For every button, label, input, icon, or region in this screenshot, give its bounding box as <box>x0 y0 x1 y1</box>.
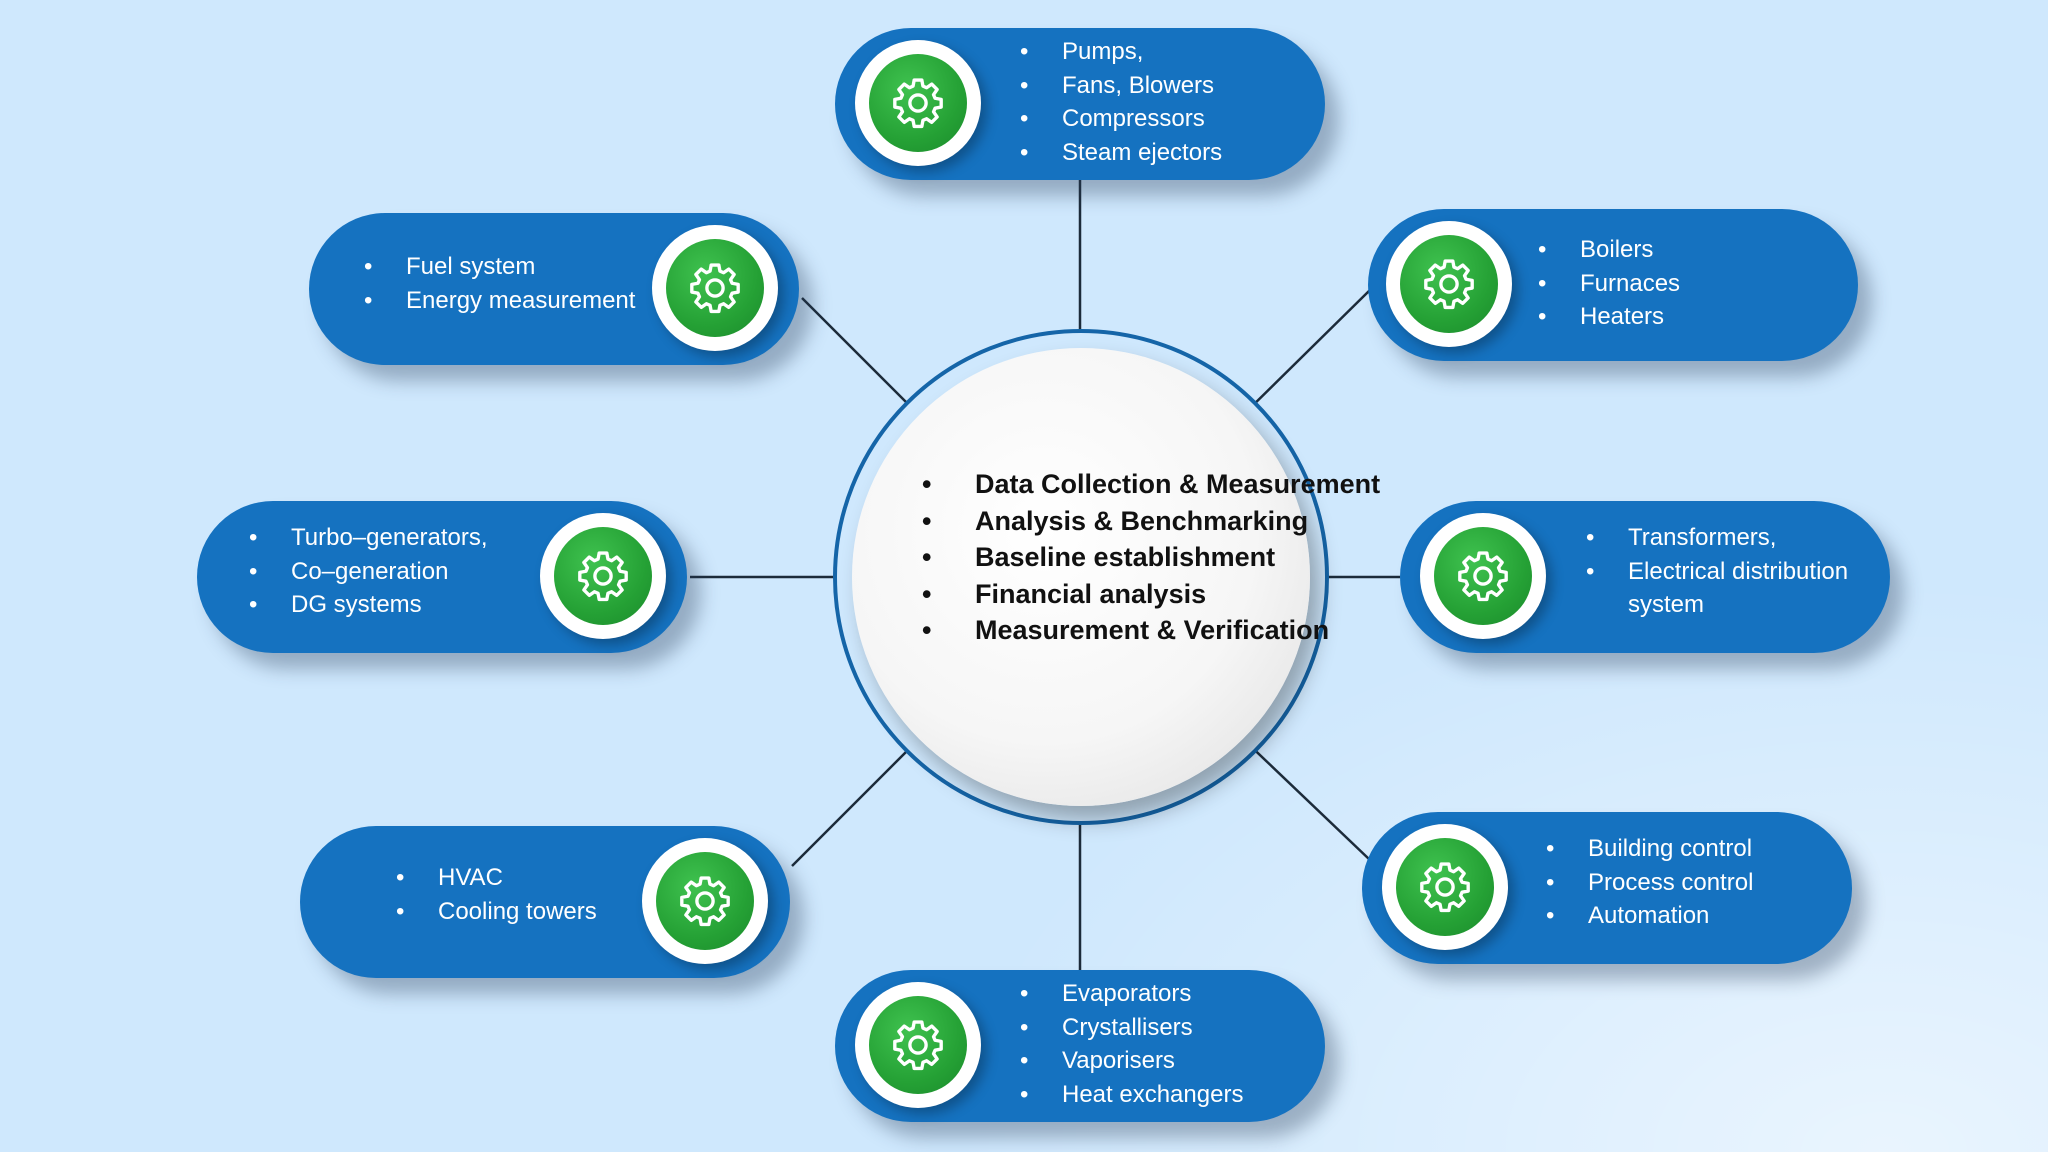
node-item: Vaporisers <box>1020 1044 1243 1078</box>
node-list: HVAC Cooling towers <box>396 861 597 928</box>
gear-icon <box>690 263 740 314</box>
hub-list: Data Collection & Measurement Analysis &… <box>920 466 1380 649</box>
node-item: Heat exchangers <box>1020 1078 1243 1112</box>
gear-badge <box>1382 824 1508 950</box>
node-item: Building control <box>1546 832 1753 866</box>
gear-icon <box>893 1020 943 1071</box>
node-list: Fuel system Energy measurement <box>364 250 635 317</box>
gear-badge <box>642 838 768 964</box>
node-list: Pumps, Fans, Blowers Compressors Steam e… <box>1020 35 1222 169</box>
node-middle-left: Turbo–generators, Co–generation DG syste… <box>197 501 687 653</box>
node-item: Transformers, <box>1586 521 1858 555</box>
node-item: Fuel system <box>364 250 635 284</box>
node-item: Steam ejectors <box>1020 136 1222 170</box>
gear-icon <box>893 78 943 129</box>
node-item: HVAC <box>396 861 597 895</box>
connector-upper-left <box>801 297 923 419</box>
node-item: Compressors <box>1020 102 1222 136</box>
hub-item: Financial analysis <box>920 576 1380 613</box>
gear-badge <box>652 225 778 351</box>
gear-icon <box>1420 862 1470 913</box>
hub-item: Data Collection & Measurement <box>920 466 1380 503</box>
gear-icon <box>1424 259 1474 310</box>
node-list: Evaporators Crystallisers Vaporisers Hea… <box>1020 977 1243 1111</box>
node-item: Pumps, <box>1020 35 1222 69</box>
gear-badge <box>855 40 981 166</box>
gear-badge <box>1386 221 1512 347</box>
node-list: Building control Process control Automat… <box>1546 832 1753 933</box>
node-item: Energy measurement <box>364 284 635 318</box>
gear-badge <box>540 513 666 639</box>
node-item: Boilers <box>1538 233 1680 267</box>
connector-upper-right <box>1239 289 1371 419</box>
node-list: Boilers Furnaces Heaters <box>1538 233 1680 334</box>
node-middle-right: Transformers, Electrical distribution sy… <box>1400 501 1890 653</box>
node-item: Turbo–generators, <box>249 521 488 555</box>
gear-badge <box>1420 513 1546 639</box>
node-list: Transformers, Electrical distribution sy… <box>1586 521 1858 622</box>
gear-badge <box>855 982 981 1108</box>
node-upper-right: Boilers Furnaces Heaters <box>1368 209 1858 361</box>
hub-item: Baseline establishment <box>920 539 1380 576</box>
gear-icon <box>578 551 628 602</box>
node-item: Crystallisers <box>1020 1011 1243 1045</box>
gear-icon <box>1458 551 1508 602</box>
node-lower-right: Building control Process control Automat… <box>1362 812 1852 964</box>
hub-item: Measurement & Verification <box>920 612 1380 649</box>
node-item: Furnaces <box>1538 267 1680 301</box>
node-item: Co–generation <box>249 555 488 589</box>
node-list: Turbo–generators, Co–generation DG syste… <box>249 521 488 622</box>
node-item: Process control <box>1546 866 1753 900</box>
node-item: DG systems <box>249 588 488 622</box>
gear-icon <box>680 876 730 927</box>
node-item: Evaporators <box>1020 977 1243 1011</box>
node-item: Fans, Blowers <box>1020 69 1222 103</box>
node-upper-left: Fuel system Energy measurement <box>309 213 799 365</box>
node-item: Automation <box>1546 899 1753 933</box>
node-item: Heaters <box>1538 300 1680 334</box>
connector-lower-right <box>1239 735 1371 861</box>
node-bottom: Evaporators Crystallisers Vaporisers Hea… <box>835 970 1325 1122</box>
hub-item: Analysis & Benchmarking <box>920 503 1380 540</box>
node-item: Cooling towers <box>396 895 597 929</box>
node-lower-left: HVAC Cooling towers <box>300 826 790 978</box>
node-top: Pumps, Fans, Blowers Compressors Steam e… <box>835 28 1325 180</box>
node-item: Electrical distribution system <box>1586 555 1858 622</box>
connector-lower-left <box>791 735 923 867</box>
